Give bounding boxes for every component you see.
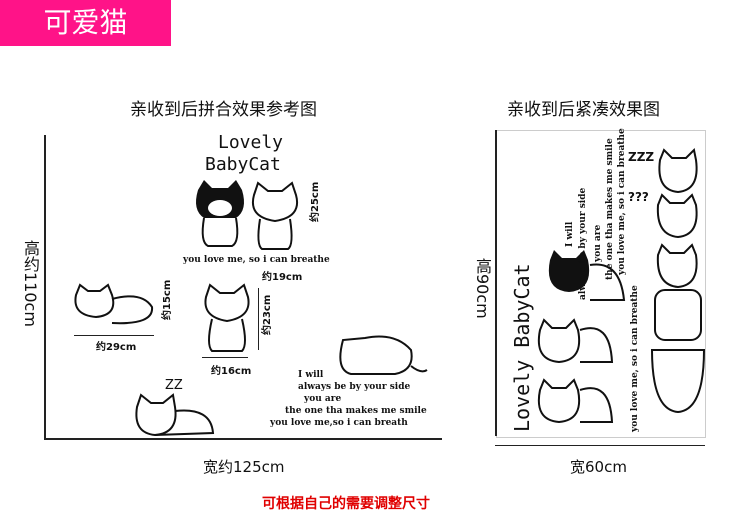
left-heading: 亲收到后拼合效果参考图 (130, 100, 317, 120)
poem-line: you love me, so i can breathe (630, 285, 640, 432)
babycat-text: BabyCat (205, 154, 281, 175)
title-banner: 可爱猫 (0, 0, 171, 46)
question-marks: ??? (628, 190, 649, 204)
poem-line: you are (593, 224, 603, 262)
zz-text: ZZ (165, 378, 183, 393)
lovely-text: Lovely (218, 132, 284, 153)
right-width-label: 宽60cm (570, 458, 627, 476)
cat-sleeping-icon (135, 393, 215, 437)
poem-line: you love me, so i can breathe (617, 128, 627, 275)
left-height-label: 高约110cm (21, 240, 40, 327)
poem-line: the one tha makes me smile (605, 138, 615, 280)
cat-back-icon (339, 335, 428, 375)
cat-sitting-icon (204, 283, 250, 352)
right-heading: 亲收到后紧凑效果图 (507, 100, 660, 120)
cat2-height-dim: 约15cm (162, 279, 173, 320)
zzz-text: ZZZ (628, 150, 655, 164)
compact-cats-icon (537, 147, 706, 424)
left-width-label: 宽约125cm (203, 458, 285, 476)
cat3-width-dim: 约16cm (211, 366, 252, 377)
cat-lying-icon (74, 283, 154, 325)
cat3-height-dim: 约23cm (262, 294, 273, 335)
cat-white-icon (252, 181, 298, 250)
poem-line: I will (298, 370, 324, 380)
poem-line: always be by your side (578, 187, 588, 300)
width-axis-line (44, 438, 442, 440)
footer-note: 可根据自己的需要调整尺寸 (262, 496, 430, 512)
cat2-width-dim: 约29cm (96, 342, 137, 353)
poem-line: you are (304, 394, 342, 404)
poem-line: the one tha makes me smile (285, 406, 427, 416)
poem-line: I will (565, 221, 575, 247)
cat1-width-dim: 约19cm (262, 272, 303, 283)
height-axis-line (44, 135, 46, 440)
babycat-vertical-title: Lovely BabyCat (510, 263, 534, 432)
right-height-label: 高90cm (473, 258, 492, 319)
poem-line: you love me,so i can breath (270, 418, 408, 428)
poem-line: always be by your side (298, 382, 411, 392)
caption-text: you love me, so i can breathe (183, 255, 330, 265)
cat-black-icon (196, 180, 244, 247)
cat1-height-dim: 约25cm (310, 181, 321, 222)
